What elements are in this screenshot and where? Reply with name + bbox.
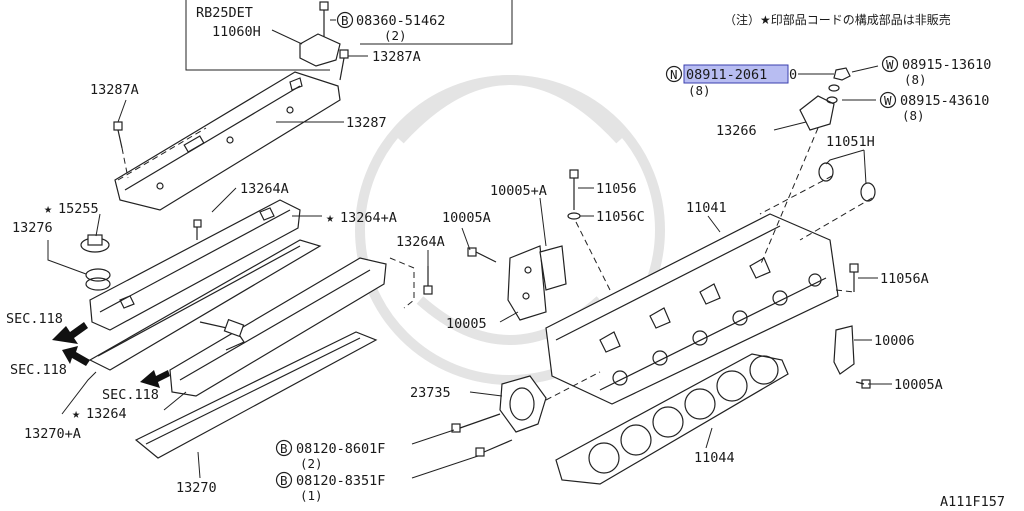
bolt-08120-8351f [475,439,513,457]
head-gasket-11044 [555,353,789,485]
label-08120-8601f: 08120-8601F [296,441,385,457]
plug-11051h-a [818,162,834,182]
label-sec118-c: SEC.118 [102,387,159,403]
oil-filler-cap-13276 [80,234,110,253]
label-11044: 11044 [694,450,735,466]
rb25det-frame [185,0,513,71]
baffle-plate-13264 [169,257,387,397]
bracket-13266 [799,95,835,131]
label-13276: 13276 [12,220,53,236]
washer-11056c [567,212,581,220]
star-13264pa: ★ [326,210,334,226]
bracket-10005 [507,245,567,321]
qty-08915-13610: (8) [904,72,927,87]
label-11051h: 11051H [826,134,875,150]
bolt-08120-8601f [451,413,501,433]
plug-11051h-b [860,182,876,202]
label-sec118-a: SEC.118 [6,311,63,327]
pcv-hose [199,318,245,351]
bolt-10005a-bottom [855,379,871,389]
search-highlight [683,64,789,84]
label-10005a-bottom: 10005A [894,377,943,393]
bolt-13264a-right [389,257,433,309]
label-11056: 11056 [596,181,637,197]
qty-08120-8601f: (2) [300,456,323,471]
nut-08911-2061 [833,67,851,81]
washer-symbol-letter: W [886,57,894,72]
label-15255: 15255 [58,201,99,217]
nut-symbol-icon [665,65,683,83]
qty-08360-51462: (2) [384,28,407,43]
qty-08911: (8) [688,83,711,98]
baffle-plate-13264a [89,199,301,331]
bolt-symbol-letter: B [280,473,288,488]
cylinder-head-11041 [545,213,839,405]
label-13264a-top: 13264A [240,181,289,197]
seal-15255 [85,268,111,291]
label-11041: 11041 [686,200,727,216]
bolt-symbol-letter: B [341,13,349,28]
label-10006: 10006 [874,333,915,349]
label-engine: RB25DET [196,5,253,21]
washer-symbol-letter: W [884,93,892,108]
bolt-symbol-letter: B [280,441,288,456]
label-13287a-top: 13287A [372,49,421,65]
label-13287: 13287 [346,115,387,131]
qty-08120-8351f: (1) [300,488,323,503]
washer-08915 [826,84,840,104]
bolt-13287a-top [339,49,349,81]
figure-code: A111F157 [940,494,1005,510]
arrow-sec118-a [52,322,88,344]
label-13264pa: 13264+A [340,210,397,226]
label-08360-51462: 08360-51462 [356,13,445,29]
label-08915-43610: 08915-43610 [900,93,989,109]
label-11060h: 11060H [212,24,261,40]
label-08915-13610: 08915-13610 [902,57,991,73]
label-10005: 10005 [446,316,487,332]
leader-lines [47,19,892,479]
bolt-symbol-icon [336,11,354,29]
label-23735: 23735 [410,385,451,401]
label-11056a: 11056A [880,271,929,287]
label-13270pa: 13270+A [24,426,81,442]
bolt-13287a-left [113,121,129,179]
star-15255: ★ [44,201,52,217]
label-13270: 13270 [176,480,217,496]
arrow-sec118-c [140,370,170,388]
label-08120-8351f: 08120-8351F [296,473,385,489]
washer-symbol-icon [881,55,899,73]
label-13287a-left: 13287A [90,82,139,98]
note-not-sold: （注）★印部品コードの構成部品は非販売 [724,12,951,27]
bolt-symbol-icon [275,471,293,489]
label-sec118-b: SEC.118 [10,362,67,378]
label-13264: 13264 [86,406,127,422]
label-13266: 13266 [716,123,757,139]
rocker-cover-13287 [114,71,341,211]
star-13264: ★ [72,406,80,422]
label-13264a-right: 13264A [396,234,445,250]
nut-symbol-letter: N [670,67,678,82]
qty-08915-43610: (8) [902,108,925,123]
bracket-11060h [299,33,341,67]
washer-symbol-icon [879,91,897,109]
label-10005pa: 10005+A [490,183,547,199]
label-08911-suffix: 0 [789,67,797,83]
gasket-13270 [134,331,378,459]
housing-23735 [499,375,547,433]
stud-11056 [569,169,579,210]
label-10005a-top: 10005A [442,210,491,226]
bolt-10005a-top [467,247,497,263]
bracket-10006 [833,325,855,375]
bolt-symbol-icon [275,439,293,457]
bolt-13264a [193,219,202,240]
arrow-sec118-b [62,346,90,366]
label-08911-2061[interactable]: 08911-2061 [686,67,767,83]
bolt-11056a [835,263,859,293]
label-11056c: 11056C [596,209,645,225]
gasket-13270-plus-a [88,239,322,371]
